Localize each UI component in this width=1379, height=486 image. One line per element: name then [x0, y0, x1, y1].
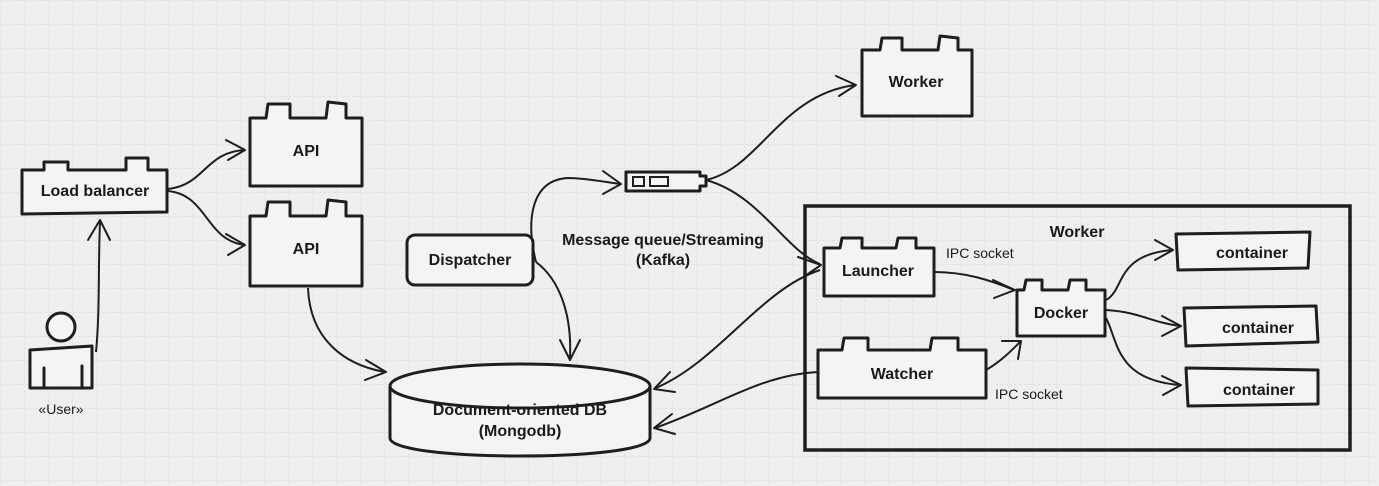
user-actor[interactable]: «User»: [28, 311, 94, 417]
watcher-label: Watcher: [871, 366, 934, 383]
worker-node-top[interactable]: Worker: [860, 34, 974, 118]
container-1-label: container: [1216, 245, 1288, 262]
load-balancer-shape: [20, 156, 169, 216]
edge-user-lb: [95, 221, 101, 353]
arrowhead-launcher-docker: [992, 279, 1016, 299]
message-queue-label: Message queue/Streaming: [562, 232, 764, 249]
edge-lb-api1: [167, 149, 246, 190]
edge-launcher-db: [655, 269, 821, 389]
worker-group: Worker: [803, 204, 1352, 452]
ipc-socket-label-watcher: IPC socket: [995, 386, 1063, 402]
container-3-label: container: [1223, 382, 1295, 399]
worker-group-title: Worker: [1050, 224, 1105, 241]
dispatcher-label: Dispatcher: [429, 252, 512, 269]
launcher-label: Launcher: [842, 263, 914, 280]
api-2-label: API: [293, 241, 320, 258]
edge-lb-api2: [167, 190, 246, 246]
container-2-shape: [1182, 304, 1320, 348]
message-queue-node[interactable]: Message queue/Streaming (Kafka): [562, 170, 764, 269]
container-2-label: container: [1222, 320, 1294, 337]
database-top: [388, 362, 652, 410]
load-balancer-node[interactable]: Load balancer: [20, 156, 169, 216]
arrowhead-docker-container2: [1161, 315, 1182, 337]
worker-group-frame: [803, 204, 1352, 452]
user-head-icon: [45, 311, 77, 343]
arrowhead-watcher-db: [653, 413, 676, 435]
launcher-node[interactable]: Launcher: [822, 236, 936, 298]
database-label: Document-oriented DB: [433, 402, 607, 419]
dispatcher-shape: [405, 233, 535, 287]
queue-slot-1-icon: [632, 176, 645, 187]
user-body-icon: [28, 344, 94, 390]
arrowhead-docker-container1: [1154, 239, 1174, 261]
container-node-3[interactable]: container: [1184, 366, 1320, 408]
edge-dispatcher-queue: [530, 176, 621, 263]
connectors: [87, 75, 1182, 435]
docker-node[interactable]: Docker: [1015, 278, 1107, 338]
watcher-node[interactable]: Watcher: [816, 336, 988, 400]
edge-docker-container3: [1105, 317, 1181, 386]
arrowhead-lb-api2: [225, 233, 246, 256]
arrowhead-dispatcher-queue: [602, 170, 622, 195]
queue-slot-2-icon: [649, 176, 669, 187]
api-node-1[interactable]: API: [248, 100, 364, 188]
edge-docker-container1: [1105, 249, 1173, 301]
database-sublabel: (Mongodb): [479, 423, 562, 440]
arrowhead-docker-container3: [1161, 375, 1182, 396]
edge-dispatcher-db: [535, 261, 572, 359]
database-node[interactable]: Document-oriented DB (Mongodb): [388, 362, 652, 458]
api-1-label: API: [293, 143, 320, 160]
docker-shape: [1015, 278, 1107, 338]
api-node-2[interactable]: API: [248, 198, 364, 288]
arrowhead-dispatcher-db: [559, 339, 581, 361]
arrowhead-api2-db: [364, 359, 387, 381]
edge-watcher-docker: [985, 341, 1021, 371]
edge-docker-container2: [1105, 309, 1181, 327]
load-balancer-label: Load balancer: [41, 183, 149, 200]
container-node-1[interactable]: container: [1174, 230, 1312, 272]
arrowhead-queue-worker: [835, 75, 857, 97]
ipc-socket-label-launcher: IPC socket: [946, 245, 1014, 261]
arrowhead-user-lb: [87, 219, 111, 241]
dispatcher-node[interactable]: Dispatcher: [405, 233, 535, 287]
api-1-shape: [248, 100, 364, 188]
edge-watcher-db: [654, 371, 819, 429]
edge-queue-worker: [705, 84, 856, 181]
worker-top-label: Worker: [889, 74, 944, 91]
docker-label: Docker: [1034, 305, 1088, 322]
container-1-shape: [1174, 230, 1312, 272]
worker-top-shape: [860, 34, 974, 118]
arrowhead-watcher-docker: [1001, 340, 1022, 360]
watcher-shape: [816, 336, 988, 400]
edge-queue-launcher: [705, 179, 821, 265]
api-2-shape: [248, 198, 364, 288]
arrowhead-launcher-db: [653, 371, 676, 393]
message-queue-sublabel: (Kafka): [636, 252, 690, 269]
container-3-shape: [1184, 366, 1320, 408]
container-node-2[interactable]: container: [1182, 304, 1320, 348]
launcher-shape: [822, 236, 936, 298]
arrowhead-lb-api1: [225, 139, 246, 161]
edge-api2-db: [307, 287, 386, 373]
user-label: «User»: [38, 401, 83, 417]
